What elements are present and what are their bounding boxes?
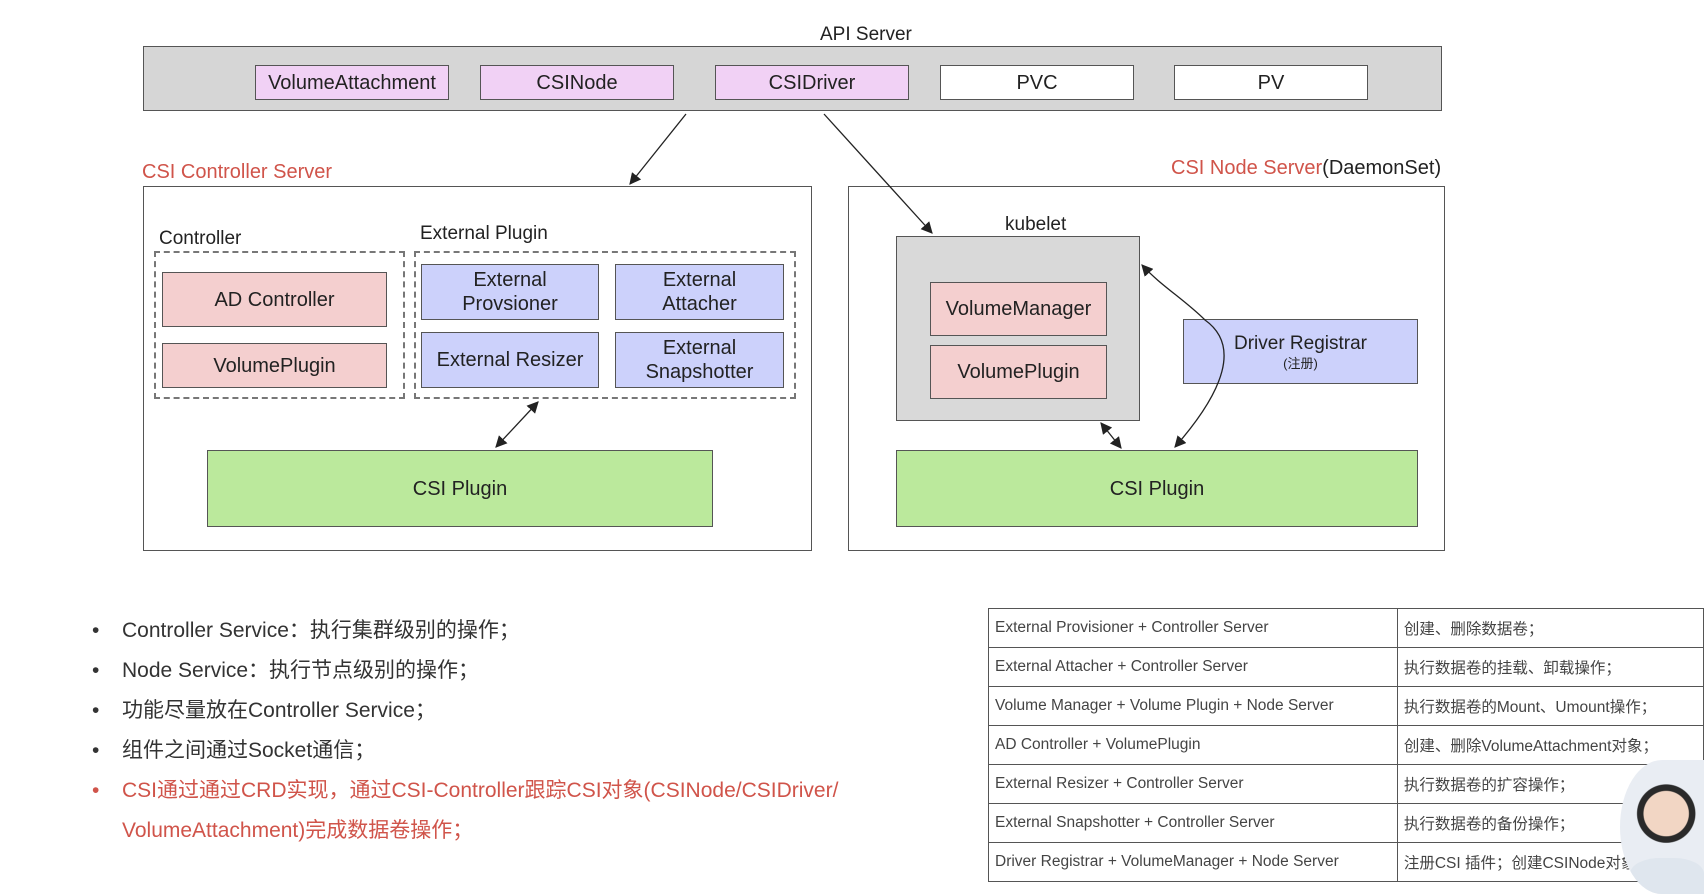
csidriver-resource: CSIDriver <box>715 65 909 100</box>
pv-resource: PV <box>1174 65 1368 100</box>
controller-group-label: Controller <box>159 228 242 249</box>
external-plugin-group-label: External Plugin <box>420 223 548 244</box>
external-plugin-group <box>414 251 796 399</box>
external-attacher-line1: External <box>662 269 737 291</box>
volumeattachment-resource: VolumeAttachment <box>255 65 449 100</box>
controller-volumeplugin-box: VolumePlugin <box>162 343 387 388</box>
external-snapshotter-box: External Snapshotter <box>615 332 784 388</box>
bullet-item-highlight: •CSI通过通过CRD实现，通过CSI-Controller跟踪CSI对象(CS… <box>92 779 839 802</box>
node-server-title: CSI Node Server(DaemonSet) <box>1171 157 1441 180</box>
presenter-video-thumbnail <box>1620 760 1704 894</box>
controller-group <box>154 251 405 399</box>
node-volumeplugin-box: VolumePlugin <box>930 345 1107 399</box>
bullet-item: •Controller Service：执行集群级别的操作； <box>92 619 520 642</box>
external-attacher-line2: Attacher <box>662 293 737 315</box>
node-server-title-main: CSI Node Server <box>1171 157 1323 179</box>
controller-server-title: CSI Controller Server <box>142 161 333 183</box>
external-snapshotter-line1: External <box>662 337 737 359</box>
table-row: Driver Registrar + VolumeManager + Node … <box>988 842 1704 882</box>
bullet-item: •Node Service：执行节点级别的操作； <box>92 659 480 682</box>
driver-registrar-sublabel: (注册) <box>1283 355 1318 371</box>
node-server-title-suffix: (DaemonSet) <box>1322 157 1442 179</box>
table-row: Volume Manager + Volume Plugin + Node Se… <box>988 686 1704 726</box>
external-resizer-line1: External Resizer <box>436 349 584 371</box>
node-csi-plugin-box: CSI Plugin <box>896 450 1418 527</box>
table-row: External Provisioner + Controller Server… <box>988 608 1704 648</box>
controller-csi-plugin-box: CSI Plugin <box>207 450 713 527</box>
external-resizer-box: External Resizer <box>421 332 599 388</box>
arrow-api-to-controller <box>629 113 687 185</box>
table-row: External Snapshotter + Controller Server… <box>988 803 1704 843</box>
external-attacher-box: External Attacher <box>615 264 784 320</box>
pvc-resource: PVC <box>940 65 1134 100</box>
driver-registrar-box: Driver Registrar (注册) <box>1183 319 1418 384</box>
presenter-shirt <box>1630 858 1704 894</box>
bullet-item: •功能尽量放在Controller Service； <box>92 699 436 722</box>
kubelet-label: kubelet <box>1005 214 1067 235</box>
bullet-item-highlight-continuation: VolumeAttachment)完成数据卷操作； <box>122 819 474 842</box>
volumemanager-box: VolumeManager <box>930 282 1107 336</box>
driver-registrar-label: Driver Registrar <box>1233 332 1368 354</box>
external-snapshotter-line2: Snapshotter <box>645 361 754 383</box>
bullet-list: •Controller Service：执行集群级别的操作； •Node Ser… <box>92 611 838 851</box>
csinode-resource: CSINode <box>480 65 674 100</box>
external-provisioner-box: External Provsioner <box>421 264 599 320</box>
ad-controller-box: AD Controller <box>162 272 387 327</box>
bullet-item: •组件之间通过Socket通信； <box>92 739 376 762</box>
api-server-title: API Server <box>820 24 912 45</box>
external-provisioner-line1: External <box>473 269 547 291</box>
component-mapping-table: External Provisioner + Controller Server… <box>988 608 1704 882</box>
external-provisioner-line2: Provsioner <box>462 293 558 315</box>
